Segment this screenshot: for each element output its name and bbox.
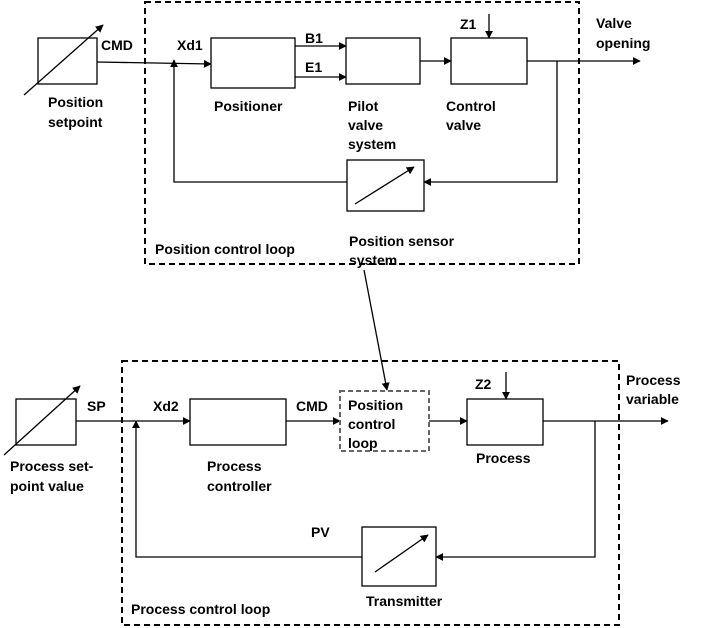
pilot-valve-label-2: valve [348,117,383,133]
transmitter-label: Transmitter [366,593,443,609]
valve-opening-label-1: Valve [596,15,632,31]
signal-sp: SP [87,398,106,414]
loop-link-arrow [363,269,390,391]
signal-b1: B1 [305,30,323,46]
pilot-valve-label-1: Pilot [348,98,379,114]
position-loop-label: Position control loop [155,241,295,257]
process-feedback-line-left [132,420,362,558]
process-loop-label: Process control loop [131,601,270,617]
inner-loop-label-3: loop [348,435,378,451]
process-controller-label-1: Process [207,458,262,474]
positioner-label: Positioner [214,98,283,114]
position-setpoint-label-2: setpoint [48,114,103,130]
process-block [466,398,544,446]
signal-cmd-bottom: CMD [296,398,328,414]
position-loop-container [144,1,580,265]
inner-loop-label-1: Position [348,397,403,413]
process-feedback-line-right [435,421,596,561]
process-controller-block [189,398,287,446]
pilot-valve-block [345,37,421,85]
disturbance-z1: Z1 [460,16,477,32]
position-setpoint-block [23,24,104,96]
signal-xd2: Xd2 [153,398,179,414]
signal-e1: E1 [305,59,322,75]
process-setpoint-label-2: point value [10,478,84,494]
valve-opening-label-2: opening [596,35,650,51]
position-sensor-arrow [354,166,415,205]
control-valve-block [450,37,528,85]
process-variable-label-1: Process [626,372,681,388]
position-sensor-label-1: Position sensor [349,233,455,249]
transmitter-block [361,526,437,587]
cmd-to-positioner-line [96,59,212,68]
signal-xd1: Xd1 [177,37,203,53]
control-valve-label-1: Control [446,98,496,114]
control-valve-label-2: valve [446,117,481,133]
disturbance-z2: Z2 [475,376,492,392]
transmitter-arrow [374,534,429,573]
signal-cmd-top: CMD [101,37,133,53]
process-setpoint-label-1: Process set- [10,458,94,474]
process-label: Process [476,450,531,466]
pilot-valve-label-3: system [348,136,396,152]
process-loop-container [121,360,620,626]
position-sensor-label-2: system [349,252,397,268]
position-feedback-line-left [170,59,347,183]
signal-pv: PV [311,524,330,540]
position-setpoint-label-1: Position [48,94,103,110]
process-setpoint-block [3,385,81,456]
positioner-block [210,37,296,89]
process-variable-label-2: variable [626,391,679,407]
inner-loop-label-2: control [348,416,395,432]
position-feedback-line-right [423,61,558,186]
process-controller-label-2: controller [207,478,272,494]
inner-position-loop-block [339,390,430,452]
